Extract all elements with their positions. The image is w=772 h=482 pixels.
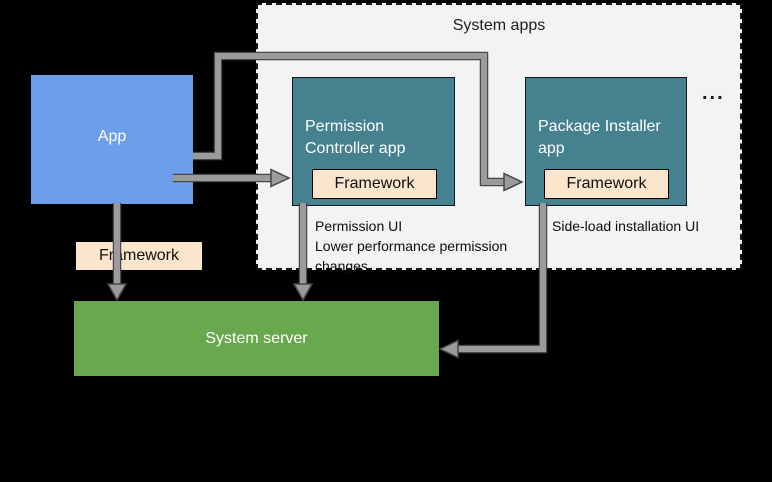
- app-framework-chip: Framework: [75, 241, 203, 271]
- package-installer-app-label: Package Installer app: [538, 118, 661, 157]
- package-installer-framework-chip: Framework: [544, 169, 669, 199]
- package-installer-note: Side-load installation UI: [552, 218, 700, 234]
- permission-controller-app-box: Permission Controller app Framework: [292, 77, 455, 206]
- permission-controller-framework-chip: Framework: [312, 169, 437, 199]
- app-label: App: [97, 128, 127, 145]
- package-installer-app-box: Package Installer app Framework: [525, 77, 687, 206]
- arrowhead-down-icon: [292, 283, 314, 302]
- system-server-box: System server: [74, 301, 439, 376]
- permission-controller-note-line: Lower performance permission changes: [315, 238, 508, 274]
- more-apps-ellipsis-icon: ...: [702, 82, 725, 104]
- system-apps-container: System apps Permission Controller app Fr…: [256, 3, 742, 274]
- permission-controller-app-label: Permission Controller app: [305, 118, 406, 157]
- app-box: App Framework: [31, 75, 203, 271]
- permission-controller-note-line: Permission UI: [315, 218, 403, 234]
- arrowhead-left-icon: [438, 339, 459, 359]
- permission-controller-note: Permission UI Lower performance permissi…: [315, 216, 525, 276]
- system-server-label: System server: [205, 330, 308, 347]
- system-apps-title: System apps: [452, 17, 546, 34]
- arrowhead-down-icon: [106, 283, 128, 302]
